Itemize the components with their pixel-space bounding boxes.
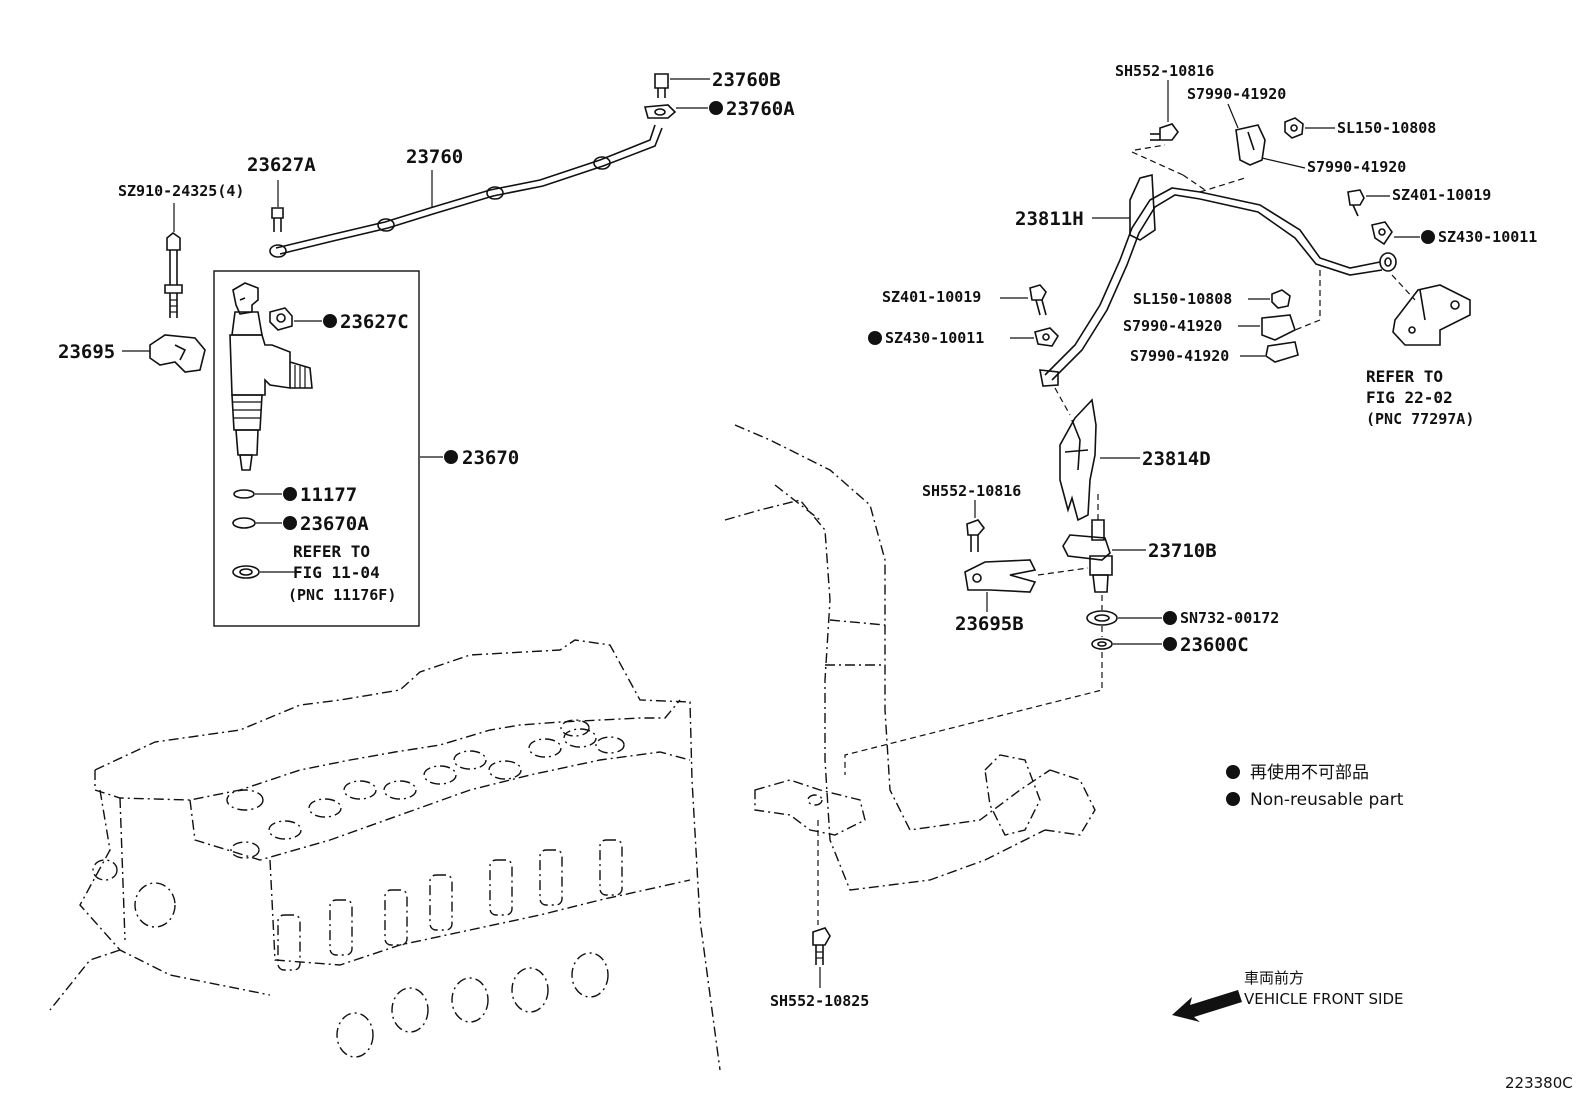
bracket-23695B: 23695B xyxy=(955,559,1089,635)
washer-sz430-left: SZ430-10011 xyxy=(868,327,1060,347)
injector-clamp-23695: 23695 xyxy=(58,334,206,373)
washer-refer-fig-11-04: REFER TO FIG 11-04 (PNC 11176F) xyxy=(232,542,396,604)
legend-english: Non-reusable part xyxy=(1250,790,1404,810)
callout-S7990-mid: S7990-41920 xyxy=(1123,317,1222,335)
ref1-line3: (PNC 11176F) xyxy=(288,586,396,604)
callout-SH552-top: SH552-10816 xyxy=(1115,62,1214,80)
direction-japanese: 車両前方 xyxy=(1244,969,1304,987)
callout-group-23670: 23670 xyxy=(420,447,519,469)
callout-23760: 23760 xyxy=(406,146,463,168)
callout-23695B: 23695B xyxy=(955,613,1024,635)
temp-sensor-23710B: 23710B xyxy=(1062,490,1217,593)
leak-off-pipe-23760: 23760 xyxy=(269,124,663,258)
gasket-sn732: SN732-00172 xyxy=(1086,595,1279,627)
callout-23627C: 23627C xyxy=(340,311,409,333)
o-ring-23670A: 23670A xyxy=(232,513,369,535)
callout-23814D: 23814D xyxy=(1142,448,1211,470)
figure-code: 223380C xyxy=(1505,1074,1573,1092)
nut-sl150-mid: SL150-10808 xyxy=(1133,289,1291,309)
bolt-sz401-right: SZ401-10019 xyxy=(1347,186,1491,217)
cylinder-head-outline xyxy=(49,639,721,1071)
gasket-23760A: 23760A xyxy=(643,98,795,120)
stud-bolt-sz910: SZ910-24325(4) xyxy=(118,182,244,318)
callout-SZ910: SZ910-24325(4) xyxy=(118,182,244,200)
callout-11177: 11177 xyxy=(300,484,357,506)
callout-23760A: 23760A xyxy=(726,98,795,120)
clip-s7990-top: S7990-41920 S7990-41920 xyxy=(1187,85,1406,176)
heat-protector-23814D: 23814D xyxy=(1054,387,1211,522)
clip-s7990-mid: S7990-41920 xyxy=(1123,314,1296,341)
gasket-11177: 11177 xyxy=(233,484,357,506)
direction-english: VEHICLE FRONT SIDE xyxy=(1244,990,1404,1008)
washer-sz430-right: SZ430-10011 xyxy=(1371,221,1537,246)
bolt-sh552-10825: SH552-10825 xyxy=(770,820,869,1010)
callout-23811H: 23811H xyxy=(1015,208,1084,230)
callout-SZ401-right: SZ401-10019 xyxy=(1392,186,1491,204)
legend-japanese: 再使用不可部品 xyxy=(1250,762,1369,783)
bolt-sh552-10816-top: SH552-10816 xyxy=(1115,62,1214,141)
callout-23670A: 23670A xyxy=(300,513,369,535)
callout-S7990-top: S7990-41920 xyxy=(1187,85,1286,103)
ref1-line2: FIG 11-04 xyxy=(293,563,380,582)
vehicle-front-indicator: 車両前方 VEHICLE FRONT SIDE xyxy=(1172,969,1404,1022)
fuel-injector xyxy=(229,282,313,471)
bolt-sz401-left: SZ401-10019 xyxy=(882,284,1047,316)
injector-kit-box xyxy=(213,270,420,627)
exhaust-pipe-outline xyxy=(724,424,1096,891)
ref1-line1: REFER TO xyxy=(293,542,370,561)
callout-23670: 23670 xyxy=(462,447,519,469)
callout-SN732: SN732-00172 xyxy=(1180,609,1279,627)
callout-SH552-bottom: SH552-10825 xyxy=(770,992,869,1010)
clip-s7990-low: S7990-41920 xyxy=(1130,341,1299,365)
callout-SZ401-left: SZ401-10019 xyxy=(882,288,981,306)
ref2-line3: (PNC 77297A) xyxy=(1366,410,1474,428)
union-bolt-23760B: 23760B xyxy=(654,69,781,98)
bracket-refer-fig-22-02: REFER TO FIG 22-02 (PNC 77297A) xyxy=(1366,284,1474,428)
nut-sl150-top: SL150-10808 xyxy=(1284,117,1436,139)
clamp-23627C: 23627C xyxy=(269,307,409,333)
sensor-harness-23811H: 23811H xyxy=(1015,144,1416,387)
bolt-sh552-mid: SH552-10816 xyxy=(922,482,1021,552)
ref2-line1: REFER TO xyxy=(1366,367,1443,386)
callout-23760B: 23760B xyxy=(712,69,781,91)
callout-SL150-top: SL150-10808 xyxy=(1337,119,1436,137)
legend: 再使用不可部品 Non-reusable part xyxy=(1226,762,1404,810)
callout-SH552-mid: SH552-10816 xyxy=(922,482,1021,500)
callout-23710B: 23710B xyxy=(1148,540,1217,562)
ref2-line2: FIG 22-02 xyxy=(1366,388,1453,407)
front-arrow-icon xyxy=(1172,990,1242,1022)
callout-23600C: 23600C xyxy=(1180,634,1249,656)
callout-S7990-low: S7990-41920 xyxy=(1130,347,1229,365)
callout-SZ430-left: SZ430-10011 xyxy=(885,329,984,347)
bolt-23627A: 23627A xyxy=(247,154,316,232)
callout-23695: 23695 xyxy=(58,341,115,363)
gasket-23600C: 23600C xyxy=(844,626,1249,775)
callout-S7990-top2: S7990-41920 xyxy=(1307,158,1406,176)
callout-SL150-mid: SL150-10808 xyxy=(1133,290,1232,308)
callout-23627A: 23627A xyxy=(247,154,316,176)
callout-SZ430-right: SZ430-10011 xyxy=(1438,228,1537,246)
